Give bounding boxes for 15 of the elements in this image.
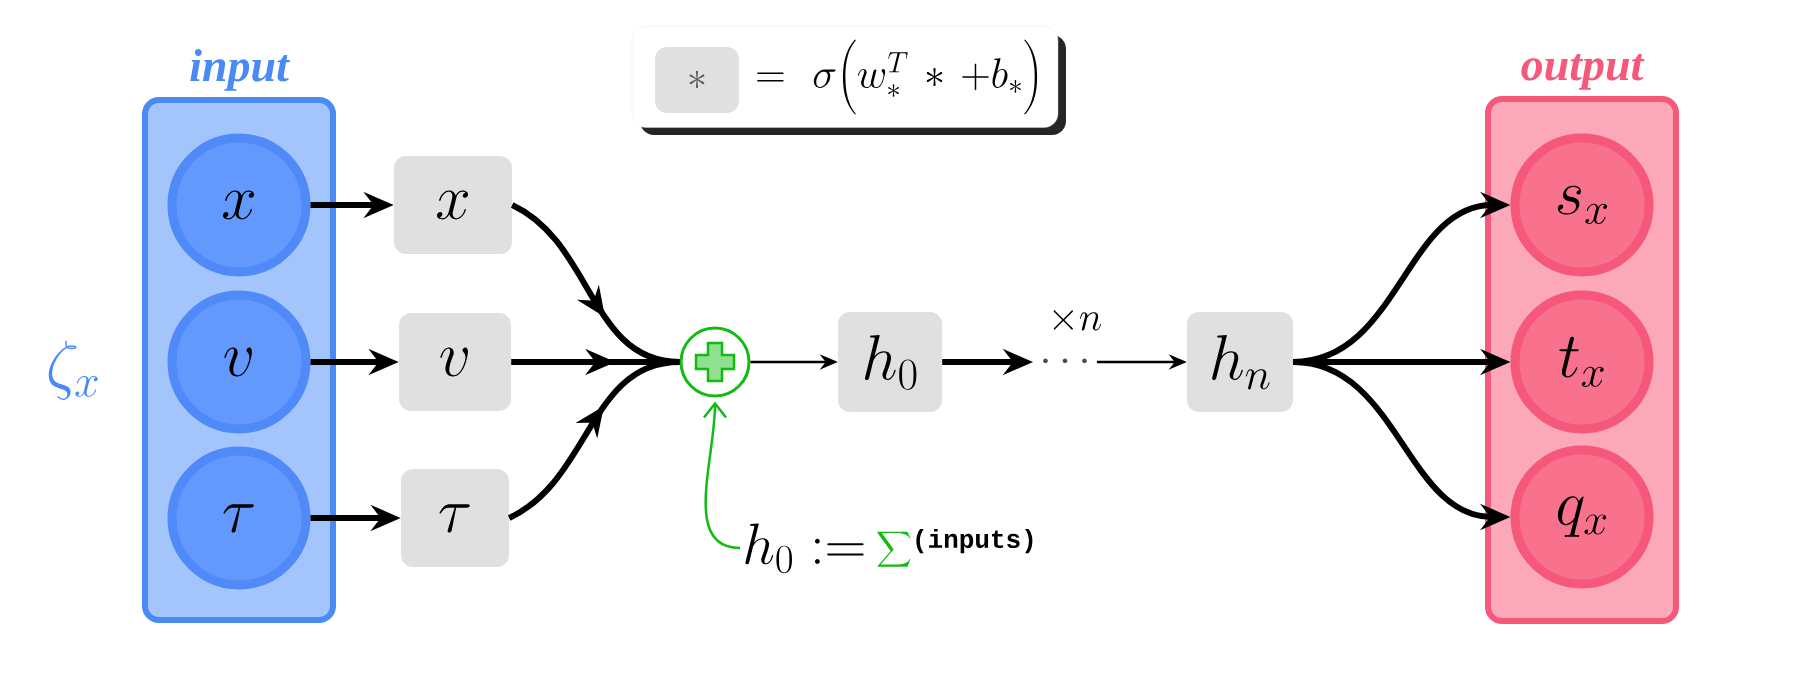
layer-box: $v$ (399, 313, 511, 411)
arrow (507, 359, 680, 521)
sum-circle (679, 326, 751, 398)
arrow (703, 401, 741, 550)
node-label: output (1521, 54, 1645, 90)
placeholder-box: $*$ (655, 47, 739, 113)
layer-box: $h_0$ (838, 312, 942, 412)
layer-box: $x$ (394, 156, 512, 254)
node-label: input (190, 49, 291, 91)
repeat-label: $\times n$ (1053, 310, 1102, 331)
ellipsis: $\cdots$ (1043, 358, 1087, 364)
vector-label: $\zeta_x$ (48, 340, 98, 400)
layer-box: $h_n$ (1187, 312, 1293, 412)
sum-formula: $h_0 :=$ $\sum$ (inputs) (745, 523, 1033, 574)
layer-box: $\tau$ (401, 469, 509, 567)
